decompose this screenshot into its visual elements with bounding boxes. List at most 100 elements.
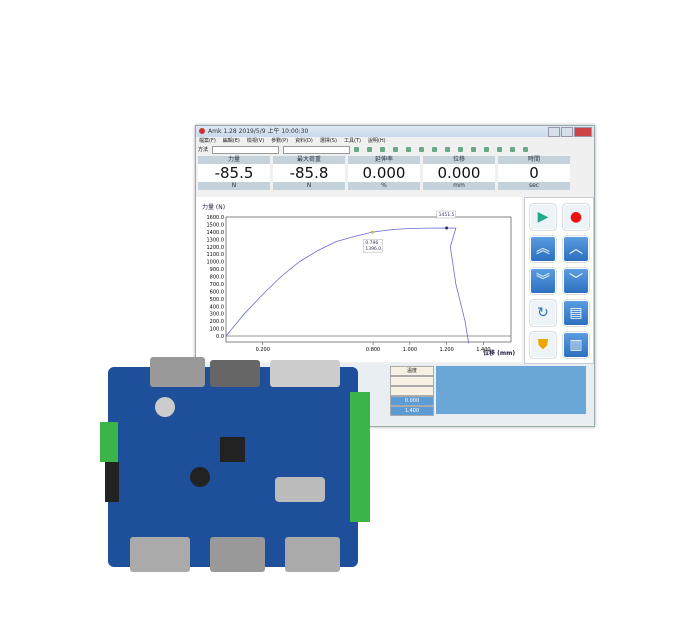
table-row[interactable]: 溫度 <box>390 366 434 376</box>
y-tick-label: 0.0 <box>216 334 224 340</box>
table-row[interactable]: 1.400 <box>390 406 434 416</box>
x-tick-label: 0.200 <box>256 347 270 353</box>
annotation-text: 1396.0 <box>365 246 381 252</box>
title-bar: Amk 1.28 2019/5/9 上午 10:00:30 <box>196 126 594 137</box>
menu-item[interactable]: 資料(D) <box>295 138 313 144</box>
control-panel: ▶ ● ︽ ︿ ︾ ﹀ ↻ ▤ ⛊ ▥ <box>524 197 594 364</box>
y-tick-label: 700.0 <box>210 282 224 288</box>
toolbar: 方法 <box>196 145 594 154</box>
table-row[interactable]: 0.000 <box>390 396 434 406</box>
readout-label: 時間 <box>498 156 570 164</box>
y-tick-label: 200.0 <box>210 319 224 325</box>
x-tick-label: 1.400 <box>476 347 490 353</box>
results-table[interactable] <box>436 366 586 414</box>
fast-up-button[interactable]: ︽ <box>530 236 556 262</box>
toolbar-button-icon[interactable] <box>419 147 425 152</box>
report-button[interactable]: ▥ <box>563 332 589 358</box>
toolbar-button-icon[interactable] <box>393 147 399 152</box>
app-icon <box>199 128 205 134</box>
pcb-board-image <box>100 357 370 572</box>
readout-value: 0 <box>498 164 570 182</box>
menu-item[interactable]: 檔案(F) <box>199 138 216 144</box>
annotation-box <box>363 238 383 253</box>
readout-label: 位移 <box>423 156 495 164</box>
return-button[interactable]: ↻ <box>530 300 556 326</box>
readout-value: -85.8 <box>273 164 345 182</box>
menu-item[interactable]: 檢視(V) <box>246 138 265 144</box>
y-tick-label: 1600.0 <box>207 215 225 221</box>
y-tick-label: 400.0 <box>210 304 224 310</box>
method-select[interactable] <box>212 145 280 154</box>
y-tick-label: 300.0 <box>210 312 224 318</box>
toolbar-button-icon[interactable] <box>471 147 477 152</box>
toolbar-button-icon[interactable] <box>523 147 529 152</box>
annotation-marker <box>370 230 374 234</box>
method-label: 方法 <box>198 147 209 153</box>
toolbar-button-icon[interactable] <box>367 147 373 152</box>
annotation-text: 1451.5 <box>439 212 455 218</box>
toolbar-button-icon[interactable] <box>406 147 412 152</box>
menu-item[interactable]: 編輯(E) <box>222 138 240 144</box>
readout-label: 力量 <box>198 156 270 164</box>
toolbar-button-icon[interactable] <box>445 147 451 152</box>
y-axis-label: 力量 (N) <box>202 203 225 211</box>
table-row[interactable] <box>390 376 434 386</box>
sample-select[interactable] <box>283 145 351 154</box>
x-tick-label: 1.000 <box>403 347 417 353</box>
toolbar-button-icon[interactable] <box>497 147 503 152</box>
menu-item[interactable]: 參數(P) <box>271 138 289 144</box>
start-button[interactable]: ▶ <box>530 204 556 230</box>
close-button[interactable] <box>574 127 592 137</box>
series-line <box>225 227 470 344</box>
toolbar-button-icon[interactable] <box>458 147 464 152</box>
y-tick-label: 1400.0 <box>207 230 225 236</box>
window-title: Amk 1.28 2019/5/9 上午 10:00:30 <box>208 128 309 135</box>
shield-icon[interactable]: ⛊ <box>530 332 556 358</box>
readout-unit: % <box>348 182 420 190</box>
readout-value: 0.000 <box>423 164 495 182</box>
toolbar-button-icon[interactable] <box>484 147 490 152</box>
y-tick-label: 100.0 <box>210 327 224 333</box>
menu-bar: 檔案(F) 編輯(E) 檢視(V) 參數(P) 資料(D) 選擇(S) 工具(T) 說明(H) <box>196 137 594 145</box>
y-tick-label: 1000.0 <box>207 260 225 266</box>
up-button[interactable]: ︿ <box>563 236 589 262</box>
table-row[interactable] <box>390 386 434 396</box>
toolbar-button-icon[interactable] <box>510 147 516 152</box>
readout-unit: sec <box>498 182 570 190</box>
stop-button[interactable]: ● <box>563 204 589 230</box>
readout-unit: N <box>198 182 270 190</box>
y-tick-label: 1100.0 <box>207 252 225 258</box>
y-tick-label: 1500.0 <box>207 222 225 228</box>
toolbar-button-icon[interactable] <box>380 147 386 152</box>
y-tick-label: 500.0 <box>210 297 224 303</box>
x-tick-label: 0.800 <box>366 347 380 353</box>
y-tick-label: 1200.0 <box>207 245 225 251</box>
maximize-button[interactable] <box>561 127 573 137</box>
minimize-button[interactable] <box>548 127 560 137</box>
menu-item[interactable]: 選擇(S) <box>319 138 337 144</box>
down-button[interactable]: ﹀ <box>563 268 589 294</box>
x-tick-label: 1.200 <box>439 347 453 353</box>
annotation-box <box>436 210 456 219</box>
y-tick-label: 900.0 <box>210 267 224 273</box>
save-button[interactable]: ▤ <box>563 300 589 326</box>
plot-frame <box>225 216 512 343</box>
toolbar-button-icon[interactable] <box>354 147 360 152</box>
readout-unit: mm <box>423 182 495 190</box>
y-tick-label: 800.0 <box>210 275 224 281</box>
menu-item[interactable]: 工具(T) <box>343 138 361 144</box>
annotation-text: 0.796 <box>365 240 378 246</box>
menu-item[interactable]: 說明(H) <box>367 138 386 144</box>
toolbar-button-icon[interactable] <box>432 147 438 152</box>
readout-value: 0.000 <box>348 164 420 182</box>
readout-label: 最大荷重 <box>273 156 345 164</box>
y-tick-label: 1300.0 <box>207 237 225 243</box>
fast-down-button[interactable]: ︾ <box>530 268 556 294</box>
